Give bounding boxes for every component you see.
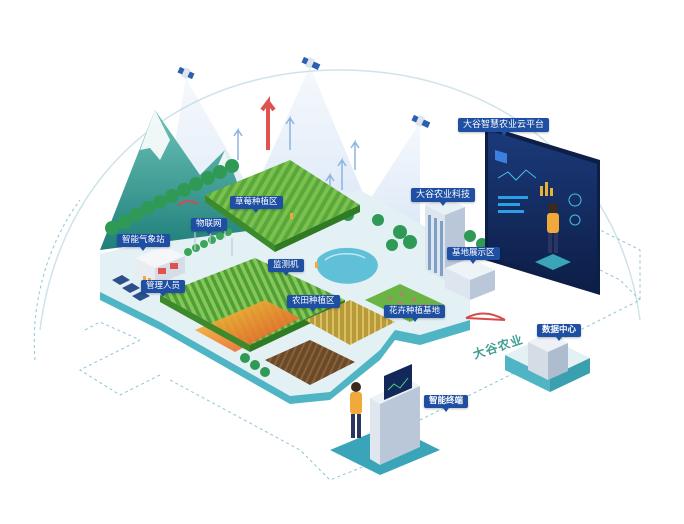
showcase-building: [445, 258, 495, 300]
satellite-icon: [177, 66, 195, 80]
iot-label: 物联网: [191, 218, 227, 235]
wheat-field: [305, 300, 395, 345]
person-presenter: [535, 203, 571, 270]
monitor-drone-label: 监测机: [268, 259, 304, 276]
data-center: [505, 333, 590, 392]
tech-company-label: 大谷农业科技: [411, 188, 476, 206]
pond: [316, 247, 378, 284]
showcase-area-label: 基地展示区: [447, 247, 500, 264]
solar-panels: [112, 275, 150, 301]
weather-station-label: 智能气象站: [117, 234, 170, 251]
soil-field: [265, 340, 355, 385]
satellite-icon: [301, 56, 321, 70]
platform-label: 大谷智慧农业云平台: [458, 118, 550, 136]
smart-terminal-label: 智能终端: [424, 395, 469, 412]
data-center-label: 数据中心: [537, 324, 582, 341]
dome-dash-left: [33, 199, 81, 361]
flower-base-label: 花卉种植基地: [384, 305, 446, 322]
smart-terminal-kiosk: [330, 364, 440, 475]
staff-label: 管理人员: [141, 280, 186, 297]
farmland-label: 农田种植区: [287, 295, 340, 312]
network-dashed-lines: [78, 229, 641, 481]
strawberry-area-label: 草莓种植区: [230, 196, 283, 213]
person-terminal-user: [350, 382, 362, 438]
satellite-icon: [411, 114, 431, 128]
bridge: [177, 200, 506, 321]
cloud-platform-screen: [485, 125, 600, 295]
upload-arrow-icons: [233, 96, 360, 195]
